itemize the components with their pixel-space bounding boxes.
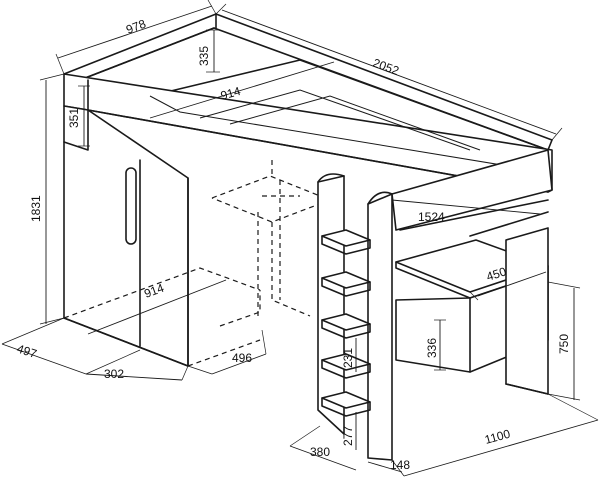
dim-380: 380 xyxy=(310,445,330,459)
desk-area xyxy=(211,160,332,320)
dim-914-wardrobe: 914 xyxy=(142,281,166,301)
ladder xyxy=(317,173,393,461)
dim-302: 302 xyxy=(104,367,124,381)
dim-1100: 1100 xyxy=(483,427,512,447)
dim-277: 277 xyxy=(341,426,355,446)
dim-450: 450 xyxy=(485,264,509,284)
dim-978: 978 xyxy=(124,16,148,36)
dim-496: 496 xyxy=(232,351,252,365)
dim-750: 750 xyxy=(557,334,571,354)
dim-148: 148 xyxy=(390,458,410,472)
dim-914-top: 914 xyxy=(219,84,242,103)
wardrobe-handle xyxy=(125,167,137,245)
bed-frame xyxy=(63,13,553,193)
dim-1831: 1831 xyxy=(29,195,43,222)
dim-335: 335 xyxy=(197,46,211,66)
dim-1524: 1524 xyxy=(418,210,445,224)
dim-336: 336 xyxy=(425,338,439,358)
dimension-labels: 978 2052 335 914 351 1831 1524 450 914 4… xyxy=(15,16,571,472)
dim-497: 497 xyxy=(15,342,39,362)
dim-231: 231 xyxy=(341,348,355,368)
dim-351: 351 xyxy=(67,108,81,128)
end-frame xyxy=(391,149,553,395)
wardrobe xyxy=(63,105,261,367)
